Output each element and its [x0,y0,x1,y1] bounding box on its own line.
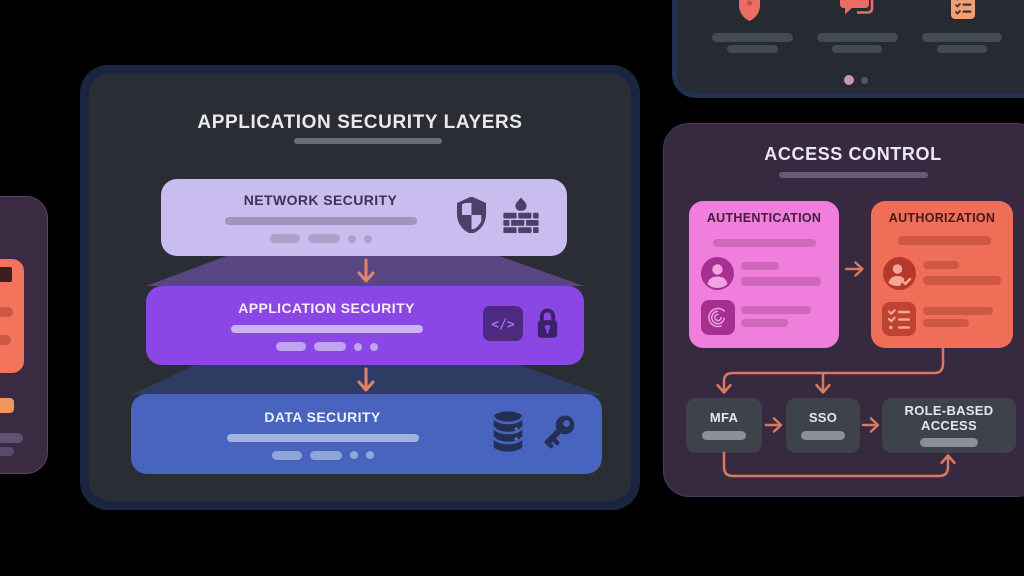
coral-feature-card [0,259,24,373]
layer-title: APPLICATION SECURITY [238,300,415,316]
svg-text:</>: </> [491,317,515,332]
user-check-icon [883,257,916,295]
node-label: ROLE-BASED ACCESS [904,402,994,433]
card-title: AUTHORIZATION [888,211,996,225]
placeholder-bar [0,447,14,456]
database-icon [490,410,526,458]
placeholder-bar [230,325,423,333]
placeholder-bar [801,430,845,440]
placeholder-bar [741,277,821,286]
placeholder-bar [898,236,991,245]
placeholder-dot [353,342,362,351]
checklist-icon [950,0,976,25]
placeholder-bar [275,342,306,351]
placeholder-bar [923,319,969,327]
placeholder-bar [937,45,987,53]
placeholder-dot [369,342,378,351]
placeholder-bar [0,433,23,443]
placeholder-bar [741,319,788,327]
fingerprint-icon [701,300,735,340]
layer-title: NETWORK SECURITY [243,192,398,208]
authentication-card: AUTHENTICATION [689,201,839,348]
placeholder-bar [0,335,11,345]
layer-title: DATA SECURITY [264,408,381,425]
app-security-layers-panel: APPLICATION SECURITY LAYERS NETWORK SECU… [80,65,640,510]
shield-icon [738,0,761,27]
placeholder-dot [363,234,372,243]
key-icon [538,412,578,457]
placeholder-bar [727,45,778,53]
placeholder-bar [309,450,342,460]
placeholder-bar [224,217,417,225]
placeholder-bar [741,262,779,270]
layer-network-security: NETWORK SECURITY [161,179,567,256]
firewall-icon [499,196,543,239]
code-icon: </> [483,305,523,346]
lock-icon [535,306,560,346]
node-label: SSO [808,410,838,426]
placeholder-bar [817,33,898,42]
layer-data-security: DATA SECURITY [131,394,602,474]
top-right-panel [672,0,1024,98]
placeholder-bar [713,239,816,247]
checklist-icon [882,302,916,341]
panel-title: ACCESS CONTROL [764,144,942,164]
placeholder-bar [922,33,1002,42]
placeholder-bar [923,261,959,269]
placeholder-bar [313,342,346,351]
user-icon [701,257,734,295]
placeholder-bar [226,433,419,442]
access-control-panel: ACCESS CONTROL AUTHENTICATION [663,123,1024,497]
layer-application-security: APPLICATION SECURITY </> [146,286,584,365]
panel-title: APPLICATION SECURITY LAYERS [197,112,523,133]
placeholder-bar [832,45,882,53]
placeholder-bar [702,430,746,440]
carousel-dot-active[interactable] [844,75,854,85]
node-mfa: MFA [686,398,762,453]
placeholder-bar [923,276,1001,285]
placeholder-bar [0,307,13,317]
placeholder-bar [712,33,793,42]
carousel-dot[interactable] [861,77,868,84]
title-underline [779,172,928,178]
card-title: AUTHENTICATION [706,211,822,225]
placeholder-dot [365,451,374,459]
node-label: MFA [709,410,739,426]
app-security-layers-panel-body: APPLICATION SECURITY LAYERS NETWORK SECU… [89,74,631,501]
node-sso: SSO [786,398,860,453]
down-arrow-icon [355,367,377,398]
chat-icon [838,0,875,28]
placeholder-bar [923,307,993,315]
placeholder-bar [307,234,340,243]
title-underline [294,138,442,144]
placeholder-bar [0,398,14,413]
down-arrow-icon [355,258,377,289]
placeholder-bar [920,438,978,448]
placeholder-dot [347,234,356,243]
authorization-card: AUTHORIZATION [871,201,1013,348]
left-partial-panel [0,196,48,474]
placeholder-bar [741,306,811,314]
node-role-based-access: ROLE-BASED ACCESS [882,398,1016,453]
text-fragment [0,267,12,282]
shield-check-icon [456,196,487,238]
placeholder-bar [269,234,300,243]
placeholder-dot [349,451,358,459]
placeholder-bar [271,450,302,460]
